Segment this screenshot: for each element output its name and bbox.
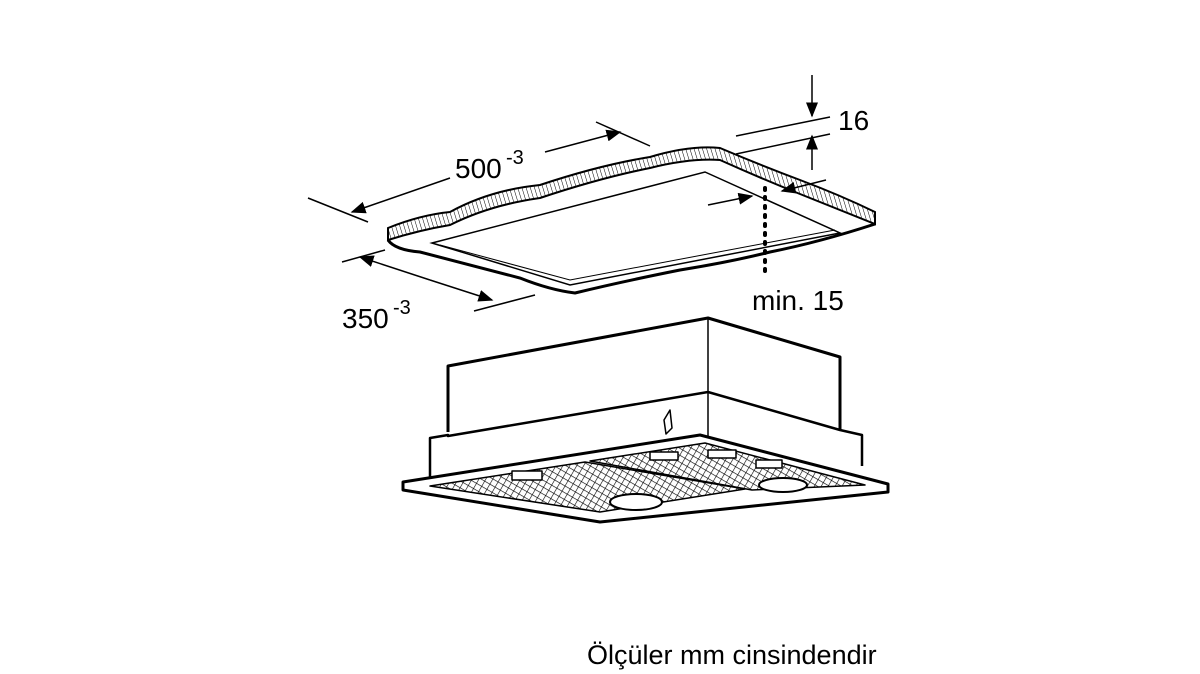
ceiling-cutout	[386, 146, 876, 295]
width-tolerance: -3	[506, 147, 524, 169]
dimension-depth: 350 -3	[341, 249, 536, 334]
dimension-width: 500 -3	[307, 121, 651, 223]
board-outline	[386, 222, 876, 295]
dimension-thickness: 16	[735, 75, 869, 170]
board-edge-band	[387, 146, 876, 242]
depth-tolerance: -3	[393, 297, 411, 319]
thickness-value: 16	[838, 105, 869, 136]
depth-value: 350	[342, 303, 389, 334]
cutout-opening	[429, 171, 843, 286]
width-value: 500	[455, 153, 502, 184]
filter-handle	[758, 477, 808, 493]
filter-tab	[707, 449, 737, 459]
hood-unit	[401, 316, 890, 524]
filter-handle	[609, 493, 663, 511]
dimension-min-edge: min. 15	[707, 179, 844, 316]
units-caption: Ölçüler mm cinsindendir	[587, 640, 877, 670]
min-edge-value: min. 15	[752, 285, 844, 316]
filter-tab	[649, 451, 679, 461]
hood-latch	[663, 409, 673, 435]
filter-tab	[755, 459, 783, 469]
filter-tab	[511, 470, 543, 481]
